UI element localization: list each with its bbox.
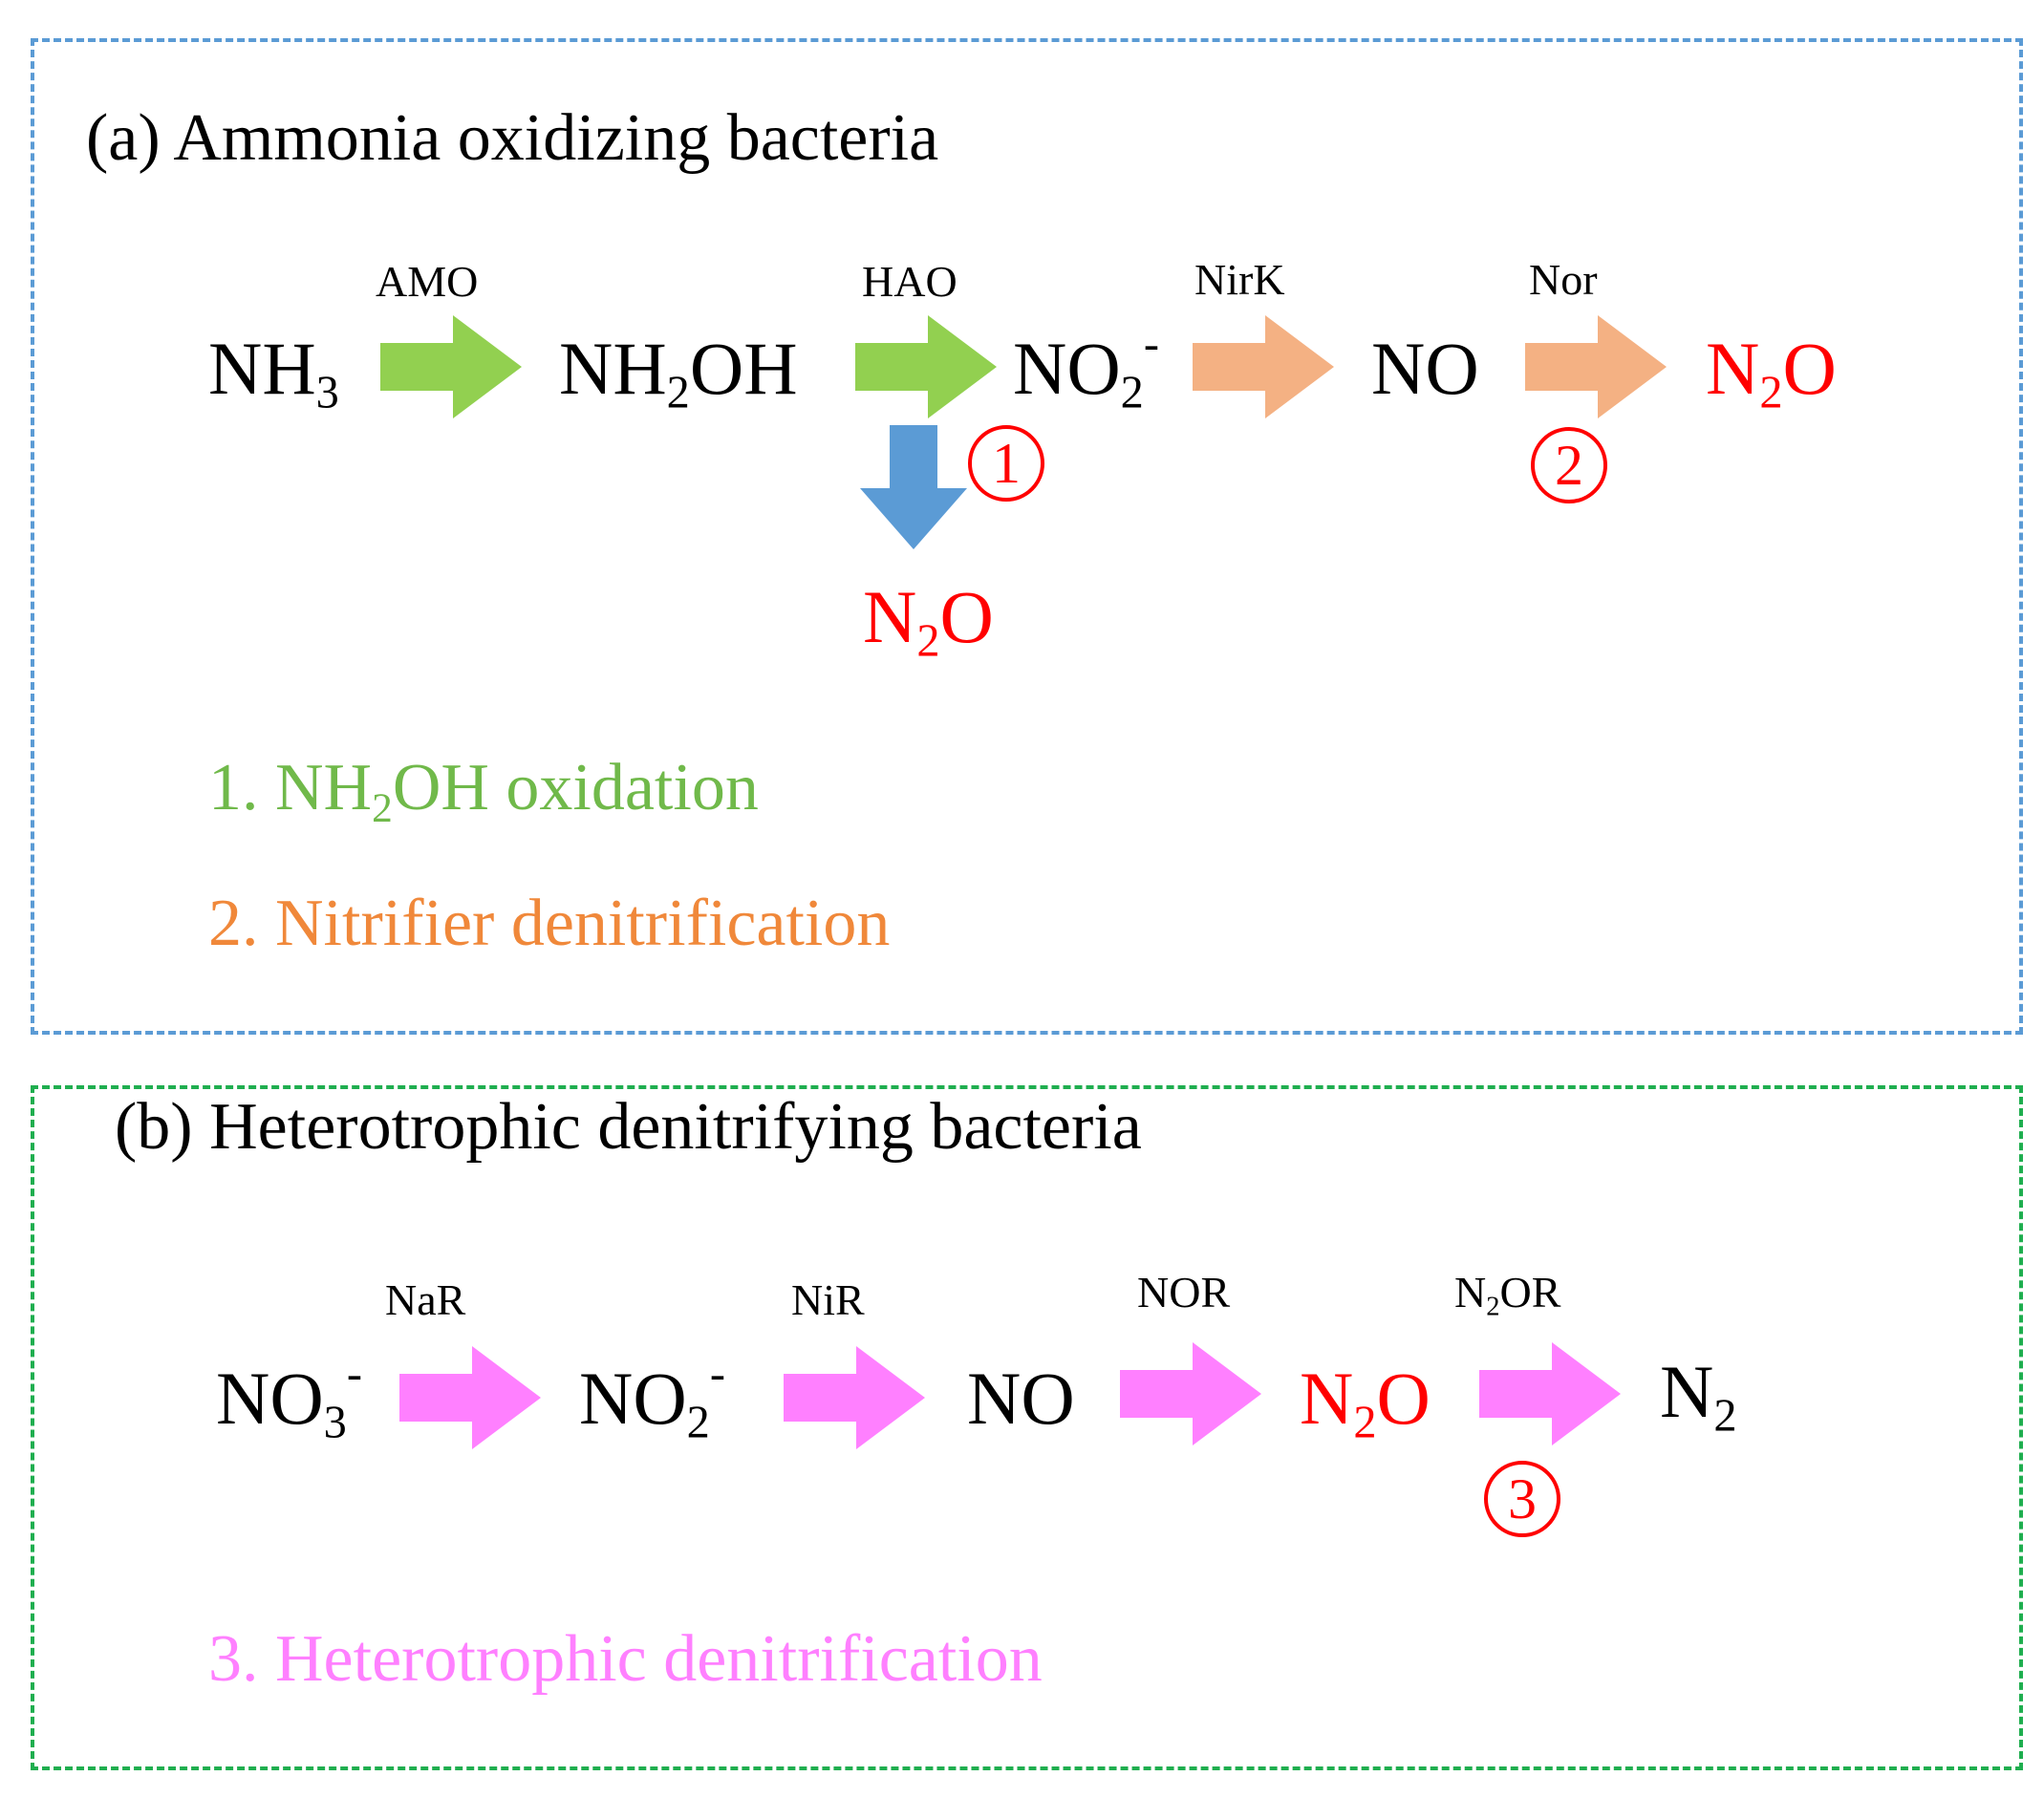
pathway-marker-1: 1 <box>968 425 1044 502</box>
species-n2: N2 <box>1660 1350 1737 1442</box>
species-no: NO <box>1371 327 1479 410</box>
enzyme-hao-label: HAO <box>862 257 957 306</box>
legend-nitrifier-denitrification: 2. Nitrifier denitrification <box>208 887 891 960</box>
panel-b-title: (b) Heterotrophic denitrifying bacteria <box>115 1090 1142 1164</box>
species-no2-minus: NO2- <box>579 1348 725 1448</box>
enzyme-nirk-label: NirK <box>1194 255 1285 304</box>
right-arrow-icon <box>784 1346 925 1449</box>
right-arrow-icon <box>1479 1342 1621 1445</box>
species-no3-minus: NO3- <box>216 1348 362 1448</box>
right-arrow-icon <box>855 315 997 418</box>
enzyme-nir-label: NiR <box>791 1275 865 1324</box>
pathway-marker-2: 2 <box>1531 427 1607 503</box>
species-no2-minus: NO2- <box>1013 318 1159 418</box>
panel-ammonia-oxidizing-bacteria <box>31 38 2023 1035</box>
species-n2o-nitrifier: N2O <box>1706 327 1837 418</box>
species-n2o-hydroxylamine: N2O <box>863 575 994 667</box>
right-arrow-icon <box>1525 315 1667 418</box>
enzyme-nor-label: Nor <box>1529 255 1598 304</box>
enzyme-n2or-label: N2OR <box>1454 1268 1561 1322</box>
enzyme-amo-label: AMO <box>376 257 479 306</box>
species-no: NO <box>967 1357 1075 1440</box>
panel-heterotrophic-denitrifying-bacteria <box>31 1085 2023 1770</box>
right-arrow-icon <box>1193 315 1334 418</box>
right-arrow-icon <box>380 315 522 418</box>
enzyme-nar-label: NaR <box>385 1275 466 1324</box>
species-nh3: NH3 <box>208 327 339 418</box>
enzyme-nor-label: NOR <box>1137 1268 1231 1316</box>
legend-nh2oh-oxidation: 1. NH2OH oxidation <box>208 751 759 832</box>
pathway-marker-3: 3 <box>1484 1461 1560 1537</box>
down-arrow-icon <box>860 425 967 549</box>
panel-a-title: (a) Ammonia oxidizing bacteria <box>86 101 939 175</box>
species-nh2oh: NH2OH <box>559 327 798 418</box>
species-n2o-heterotrophic: N2O <box>1300 1357 1431 1448</box>
right-arrow-icon <box>1120 1342 1261 1445</box>
right-arrow-icon <box>399 1346 541 1449</box>
legend-heterotrophic-denitrification: 3. Heterotrophic denitrification <box>208 1622 1043 1696</box>
